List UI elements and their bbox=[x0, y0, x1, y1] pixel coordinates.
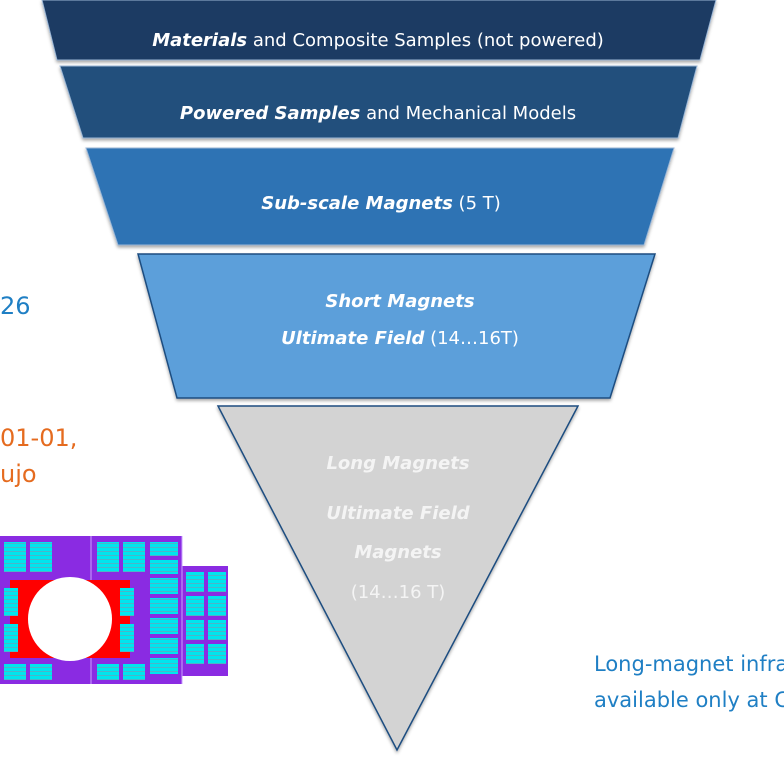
pyramid-band-long-magnets bbox=[216, 405, 580, 752]
orange-text-line1: 01-01, bbox=[0, 424, 78, 452]
pyramid-band-materials bbox=[41, 0, 717, 61]
band-short-label-line1: Short Magnets bbox=[325, 291, 474, 312]
infrastructure-note-line1: Long-magnet infrast bbox=[594, 652, 784, 676]
band-short-label-line2: Ultimate Field (14…16T) bbox=[281, 328, 519, 349]
band-long-label-line2: Ultimate Field bbox=[326, 503, 470, 524]
pyramid-band-powered-samples bbox=[59, 65, 698, 139]
orange-text-line2: ujo bbox=[0, 460, 37, 488]
band-long-label-line3: Magnets bbox=[354, 542, 442, 563]
band-materials-label: Materials and Composite Samples (not pow… bbox=[152, 30, 604, 51]
number-fragment: 26 bbox=[0, 292, 31, 320]
band-long-label-line1: Long Magnets bbox=[326, 453, 469, 474]
pyramid-band-subscale bbox=[85, 147, 675, 246]
band-powered-label: Powered Samples and Mechanical Models bbox=[180, 103, 576, 124]
pyramid-band-short-magnets bbox=[137, 253, 657, 399]
magnet-cross-section-image bbox=[0, 536, 228, 684]
infrastructure-note-line2: available only at CE bbox=[594, 688, 784, 712]
band-long-label-line4: (14…16 T) bbox=[351, 582, 446, 603]
band-subscale-label: Sub-scale Magnets (5 T) bbox=[261, 193, 501, 214]
